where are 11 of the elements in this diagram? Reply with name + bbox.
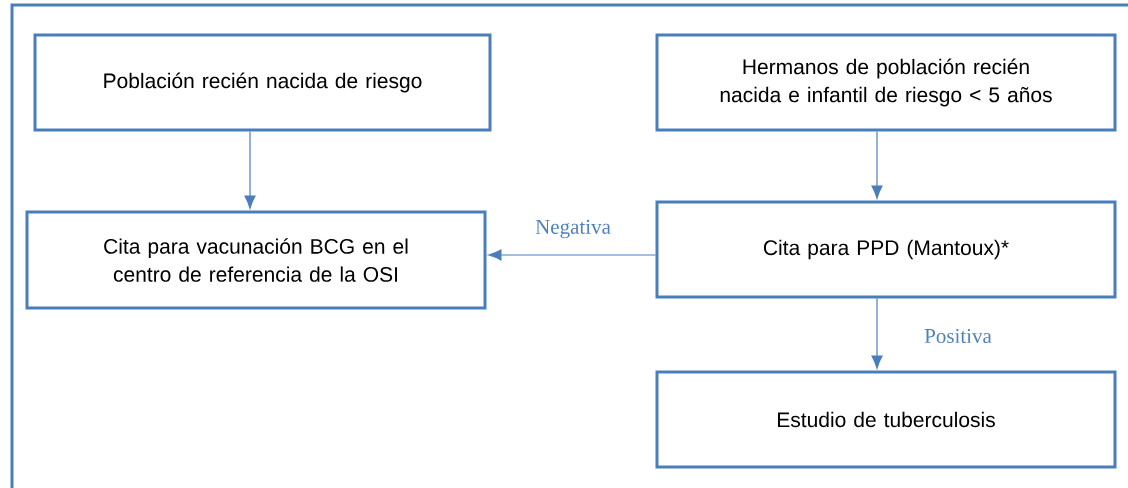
process-box: Estudio de tuberculosis [655,370,1117,469]
process-box: Población recién nacida de riesgo [33,33,492,132]
process-box: Hermanos de población recién nacida e infantil de riesgo < 5 años [655,33,1117,132]
arrow [871,297,883,369]
edge-label: Negativa [533,217,613,241]
arrow [871,130,883,199]
edge-label: Positiva [922,326,994,346]
arrow [244,130,256,209]
process-box: Cita para PPD (Mantoux)* [655,200,1117,299]
arrow [488,249,657,261]
process-box: Cita para vacunación BCG en el centro de referencia de la OSI [25,210,487,310]
